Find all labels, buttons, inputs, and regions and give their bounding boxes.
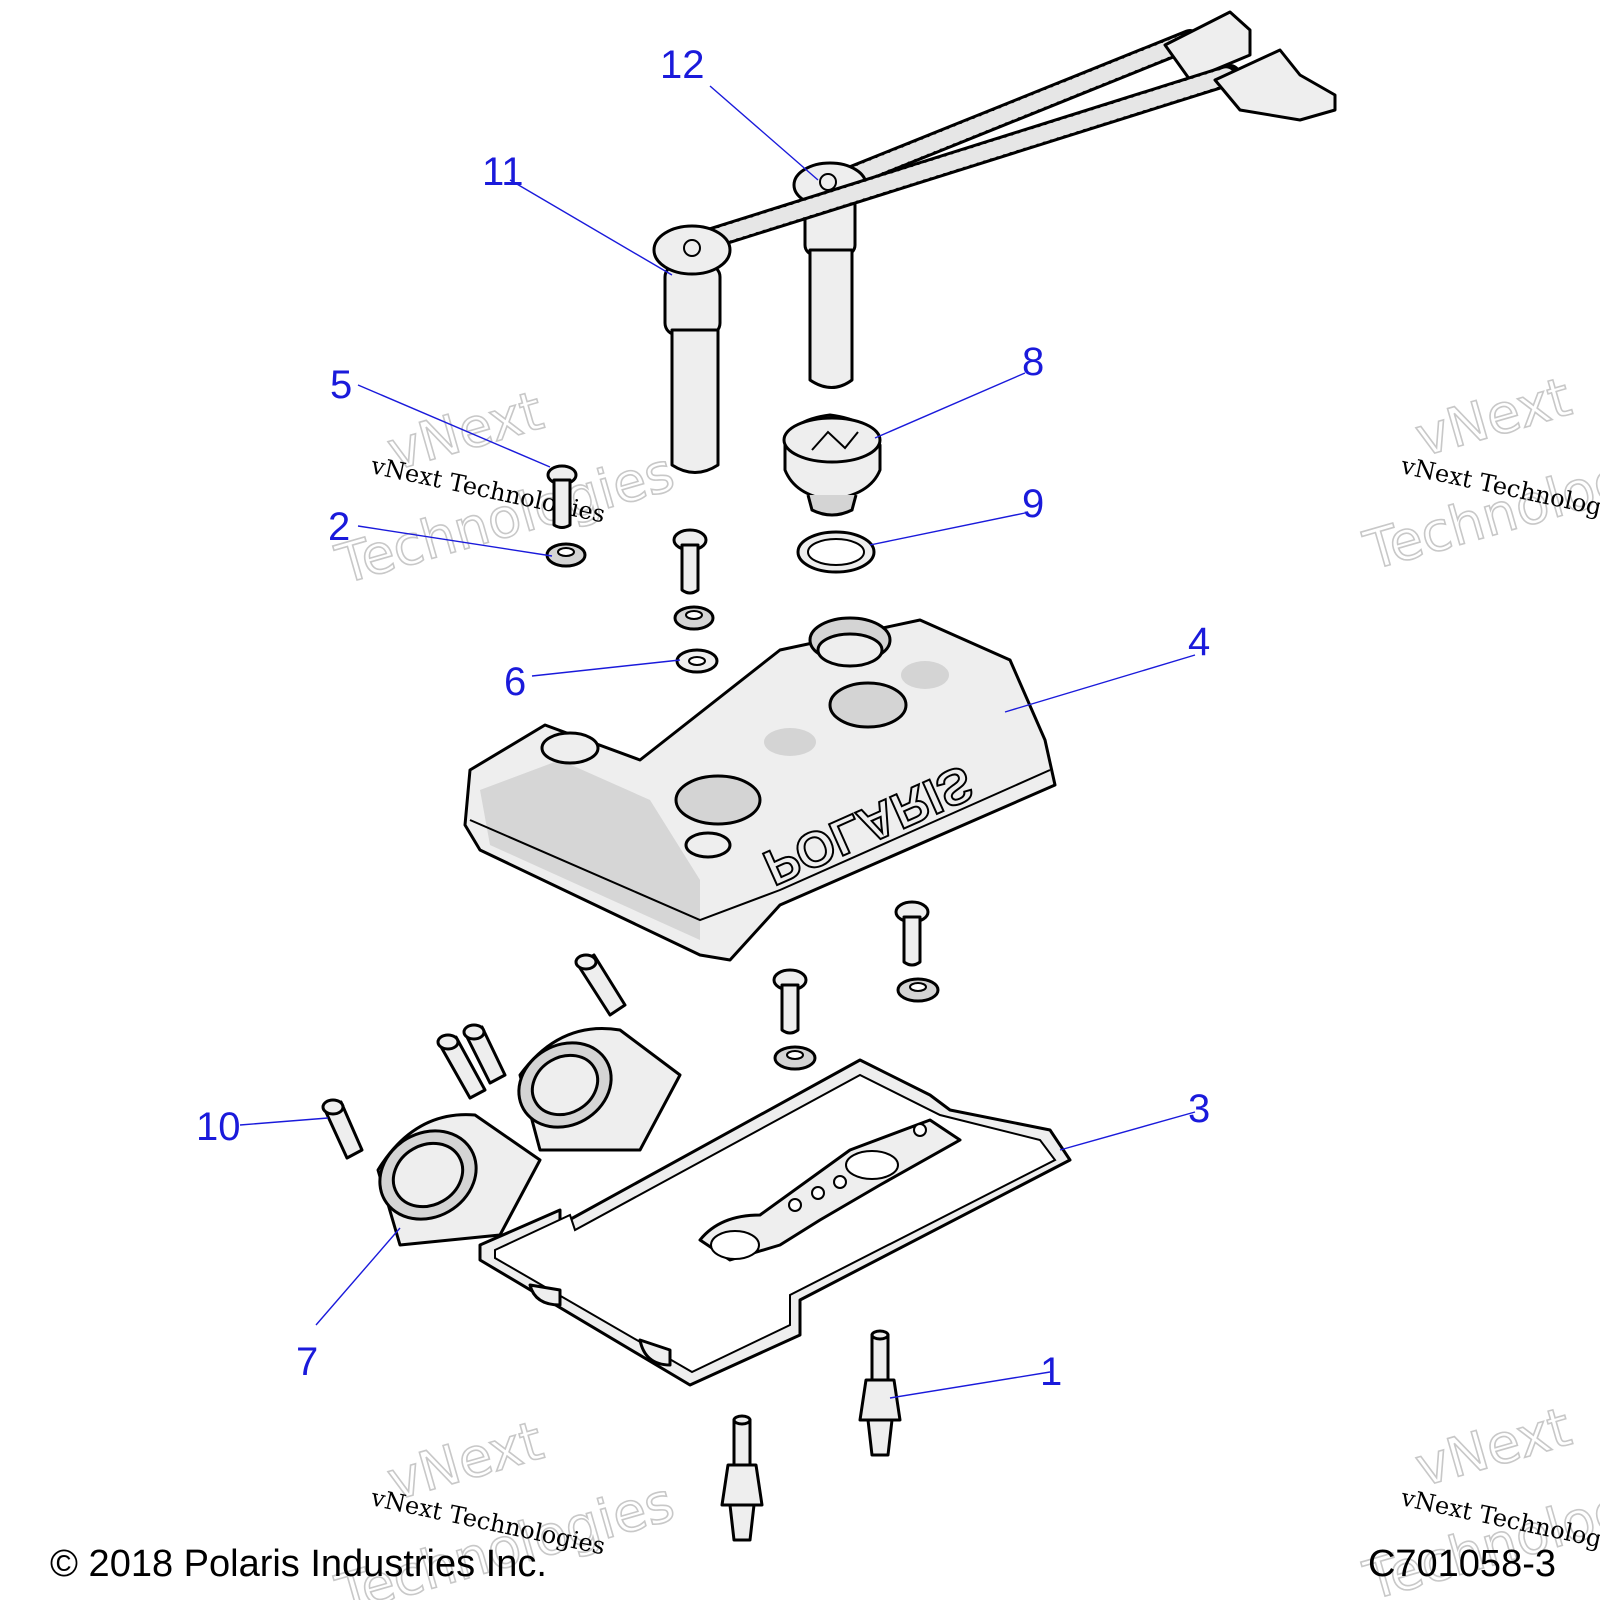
copyright-notice: © 2018 Polaris Industries Inc. bbox=[50, 1543, 547, 1585]
leader-8 bbox=[874, 372, 1026, 439]
leader-7 bbox=[315, 1227, 401, 1326]
callout-11: 11 bbox=[482, 150, 524, 194]
shoulder-bolt-lower bbox=[772, 968, 817, 1071]
leader-9 bbox=[869, 512, 1026, 546]
grommet-washer-6 bbox=[675, 648, 719, 674]
callout-8: 8 bbox=[1022, 340, 1044, 384]
callout-9: 9 bbox=[1022, 482, 1044, 526]
spark-plug-wire-11 bbox=[652, 48, 1337, 474]
callout-5: 5 bbox=[330, 363, 352, 407]
screw-10 bbox=[321, 1098, 364, 1160]
leader-4 bbox=[1004, 654, 1196, 713]
callout-3: 3 bbox=[1188, 1087, 1210, 1131]
valve-cover-gasket-3 bbox=[478, 1058, 1072, 1387]
valve-cover-4: POLARIS bbox=[463, 616, 1057, 962]
oil-fill-cap-8 bbox=[782, 413, 882, 517]
leader-3 bbox=[1059, 1111, 1196, 1151]
callout-4: 4 bbox=[1188, 620, 1210, 664]
callout-7: 7 bbox=[296, 1340, 318, 1384]
shoulder-bolt-right bbox=[894, 900, 940, 1003]
intake-boot-7 bbox=[376, 1026, 682, 1247]
leader-12 bbox=[709, 85, 819, 181]
leader-1 bbox=[889, 1371, 1051, 1399]
leader-5 bbox=[357, 384, 551, 468]
callout-1: 1 bbox=[1040, 1350, 1062, 1394]
spark-plug-1 bbox=[858, 1329, 902, 1457]
callout-2: 2 bbox=[328, 505, 350, 549]
callout-leaders bbox=[239, 85, 1196, 1399]
leader-10 bbox=[239, 1117, 329, 1126]
callout-10: 10 bbox=[196, 1105, 241, 1149]
watermark-large-text: vNext bbox=[1409, 1395, 1578, 1499]
watermark-top-right: vNext Technologies bbox=[1356, 364, 1600, 583]
shoulder-bolt-5 bbox=[546, 464, 578, 529]
drawing-number: C701058-3 bbox=[1367, 1543, 1556, 1585]
leader-11 bbox=[509, 179, 673, 276]
screw-pair bbox=[436, 1023, 507, 1100]
spark-plug-lower bbox=[720, 1414, 764, 1542]
leader-6 bbox=[531, 659, 681, 677]
watermark-large-text: vNext bbox=[1409, 365, 1578, 469]
screw-top bbox=[574, 953, 627, 1017]
callout-12: 12 bbox=[660, 43, 705, 87]
leader-2 bbox=[357, 525, 553, 557]
callout-labels: 1 2 3 4 5 6 7 8 9 10 11 12 bbox=[196, 43, 1210, 1394]
shoulder-bolt-center bbox=[672, 528, 715, 631]
callout-6: 6 bbox=[504, 660, 526, 704]
washer-2 bbox=[545, 542, 587, 568]
